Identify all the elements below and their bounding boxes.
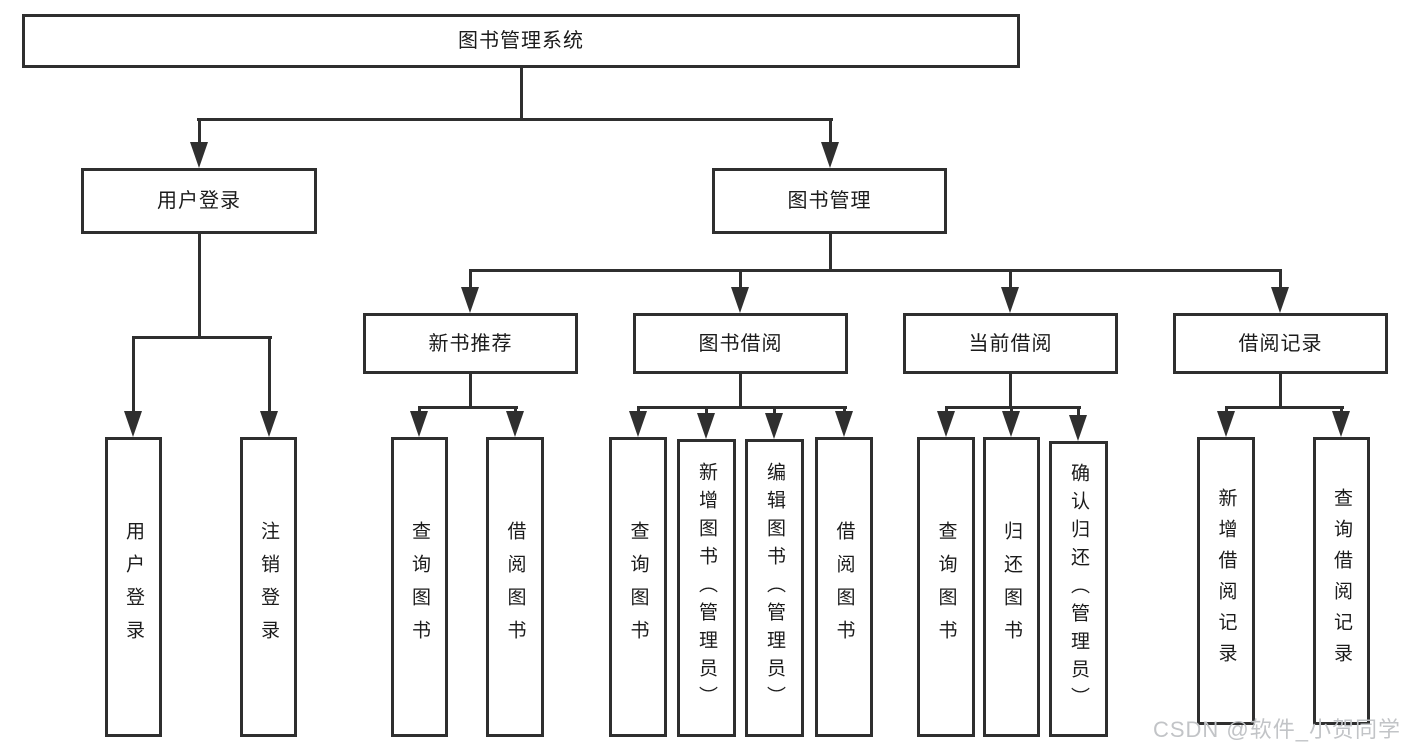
arrow-stem [417, 408, 421, 411]
arrow-down-icon [1332, 411, 1350, 437]
arrow-stem [1224, 408, 1228, 411]
arrow-stem [1008, 271, 1012, 287]
node-library-system-label: 图书管理系统 [458, 30, 584, 52]
leaf-logout: 注销登录 [240, 437, 297, 737]
connector-line [468, 268, 1282, 272]
node-new-book-recommend-label: 新书推荐 [428, 332, 513, 355]
connector-line [1224, 405, 1344, 409]
leaf-nbr-query-books: 查询图书 [391, 437, 448, 737]
arrow-stem [738, 271, 742, 287]
arrow-stem [1339, 408, 1343, 411]
connector-line [468, 374, 472, 409]
connector-line [828, 234, 832, 272]
arrow-stem [636, 408, 640, 411]
arrow-down-icon [124, 411, 142, 437]
node-current-borrowing: 当前借阅 [903, 313, 1118, 374]
leaf-nbr-borrow-books: 借阅图书 [486, 437, 544, 737]
leaf-cb-query-books-label: 查询图书 [935, 521, 957, 653]
arrow-stem [1009, 408, 1013, 411]
arrow-down-icon [260, 411, 278, 437]
node-book-borrowing: 图书借阅 [633, 313, 848, 374]
arrow-down-icon [1069, 415, 1087, 441]
connector-line [944, 405, 1081, 409]
arrow-stem [513, 408, 517, 411]
arrow-stem [828, 120, 832, 142]
connector-line [636, 405, 847, 409]
leaf-bb-query-books: 查询图书 [609, 437, 667, 737]
node-library-system: 图书管理系统 [22, 14, 1020, 68]
leaf-cb-return-books: 归还图书 [983, 437, 1040, 737]
leaf-bb-edit-book-admin-label: 编辑图书（管理员） [764, 462, 785, 714]
arrow-stem [131, 338, 135, 411]
arrow-down-icon [765, 413, 783, 439]
arrow-stem [197, 120, 201, 142]
connector-line [197, 234, 201, 339]
leaf-bb-add-book-admin-label: 新增图书（管理员） [696, 462, 717, 714]
arrow-stem [1076, 408, 1080, 415]
connector-line [196, 117, 833, 121]
arrow-down-icon [410, 411, 428, 437]
arrow-down-icon [1271, 287, 1289, 313]
leaf-nbr-borrow-books-label: 借阅图书 [504, 521, 526, 653]
leaf-user-login-label: 用户登录 [123, 521, 144, 653]
leaf-cb-return-books-label: 归还图书 [1001, 521, 1022, 653]
connector-line [1008, 374, 1012, 409]
node-borrow-records: 借阅记录 [1173, 313, 1388, 374]
arrow-down-icon [190, 142, 208, 168]
arrow-down-icon [697, 413, 715, 439]
leaf-bb-borrow-books-label: 借阅图书 [833, 521, 855, 653]
arrow-down-icon [461, 287, 479, 313]
node-current-borrowing-label: 当前借阅 [968, 332, 1053, 355]
node-book-management-label: 图书管理 [787, 190, 872, 212]
arrow-down-icon [506, 411, 524, 437]
leaf-br-add-record: 新增借阅记录 [1197, 437, 1255, 725]
csdn-watermark: CSDN @软件_小贺同学 [1152, 717, 1401, 742]
leaf-nbr-query-books-label: 查询图书 [409, 521, 430, 653]
connector-line [738, 374, 742, 409]
leaf-br-query-record: 查询借阅记录 [1313, 437, 1370, 725]
arrow-stem [704, 408, 708, 413]
arrow-down-icon [835, 411, 853, 437]
node-book-borrowing-label: 图书借阅 [698, 332, 783, 355]
arrow-down-icon [937, 411, 955, 437]
arrow-stem [267, 338, 271, 411]
leaf-logout-label: 注销登录 [258, 521, 279, 653]
leaf-cb-query-books: 查询图书 [917, 437, 975, 737]
arrow-down-icon [629, 411, 647, 437]
node-book-management: 图书管理 [712, 168, 947, 234]
node-borrow-records-label: 借阅记录 [1238, 332, 1323, 355]
arrow-stem [772, 408, 776, 413]
node-user-login: 用户登录 [81, 168, 317, 234]
leaf-user-login: 用户登录 [105, 437, 162, 737]
arrow-down-icon [1002, 411, 1020, 437]
arrow-stem [842, 408, 846, 411]
connector-line [131, 335, 272, 339]
leaf-bb-edit-book-admin: 编辑图书（管理员） [745, 439, 804, 737]
node-user-login-label: 用户登录 [157, 190, 241, 212]
arrow-stem [1278, 271, 1282, 287]
arrow-down-icon [731, 287, 749, 313]
arrow-down-icon [1217, 411, 1235, 437]
connector-line [519, 68, 523, 121]
leaf-bb-borrow-books: 借阅图书 [815, 437, 873, 737]
leaf-bb-query-books-label: 查询图书 [627, 521, 649, 653]
node-new-book-recommend: 新书推荐 [363, 313, 578, 374]
arrow-down-icon [1001, 287, 1019, 313]
arrow-stem [944, 408, 948, 411]
arrow-down-icon [821, 142, 839, 168]
leaf-br-query-record-label: 查询借阅记录 [1331, 488, 1352, 674]
leaf-cb-confirm-return-admin-label: 确认归还（管理员） [1068, 463, 1089, 715]
leaf-br-add-record-label: 新增借阅记录 [1215, 488, 1237, 674]
arrow-stem [468, 271, 472, 287]
leaf-bb-add-book-admin: 新增图书（管理员） [677, 439, 736, 737]
connector-line [417, 405, 518, 409]
connector-line [1278, 374, 1282, 409]
leaf-cb-confirm-return-admin: 确认归还（管理员） [1049, 441, 1108, 737]
